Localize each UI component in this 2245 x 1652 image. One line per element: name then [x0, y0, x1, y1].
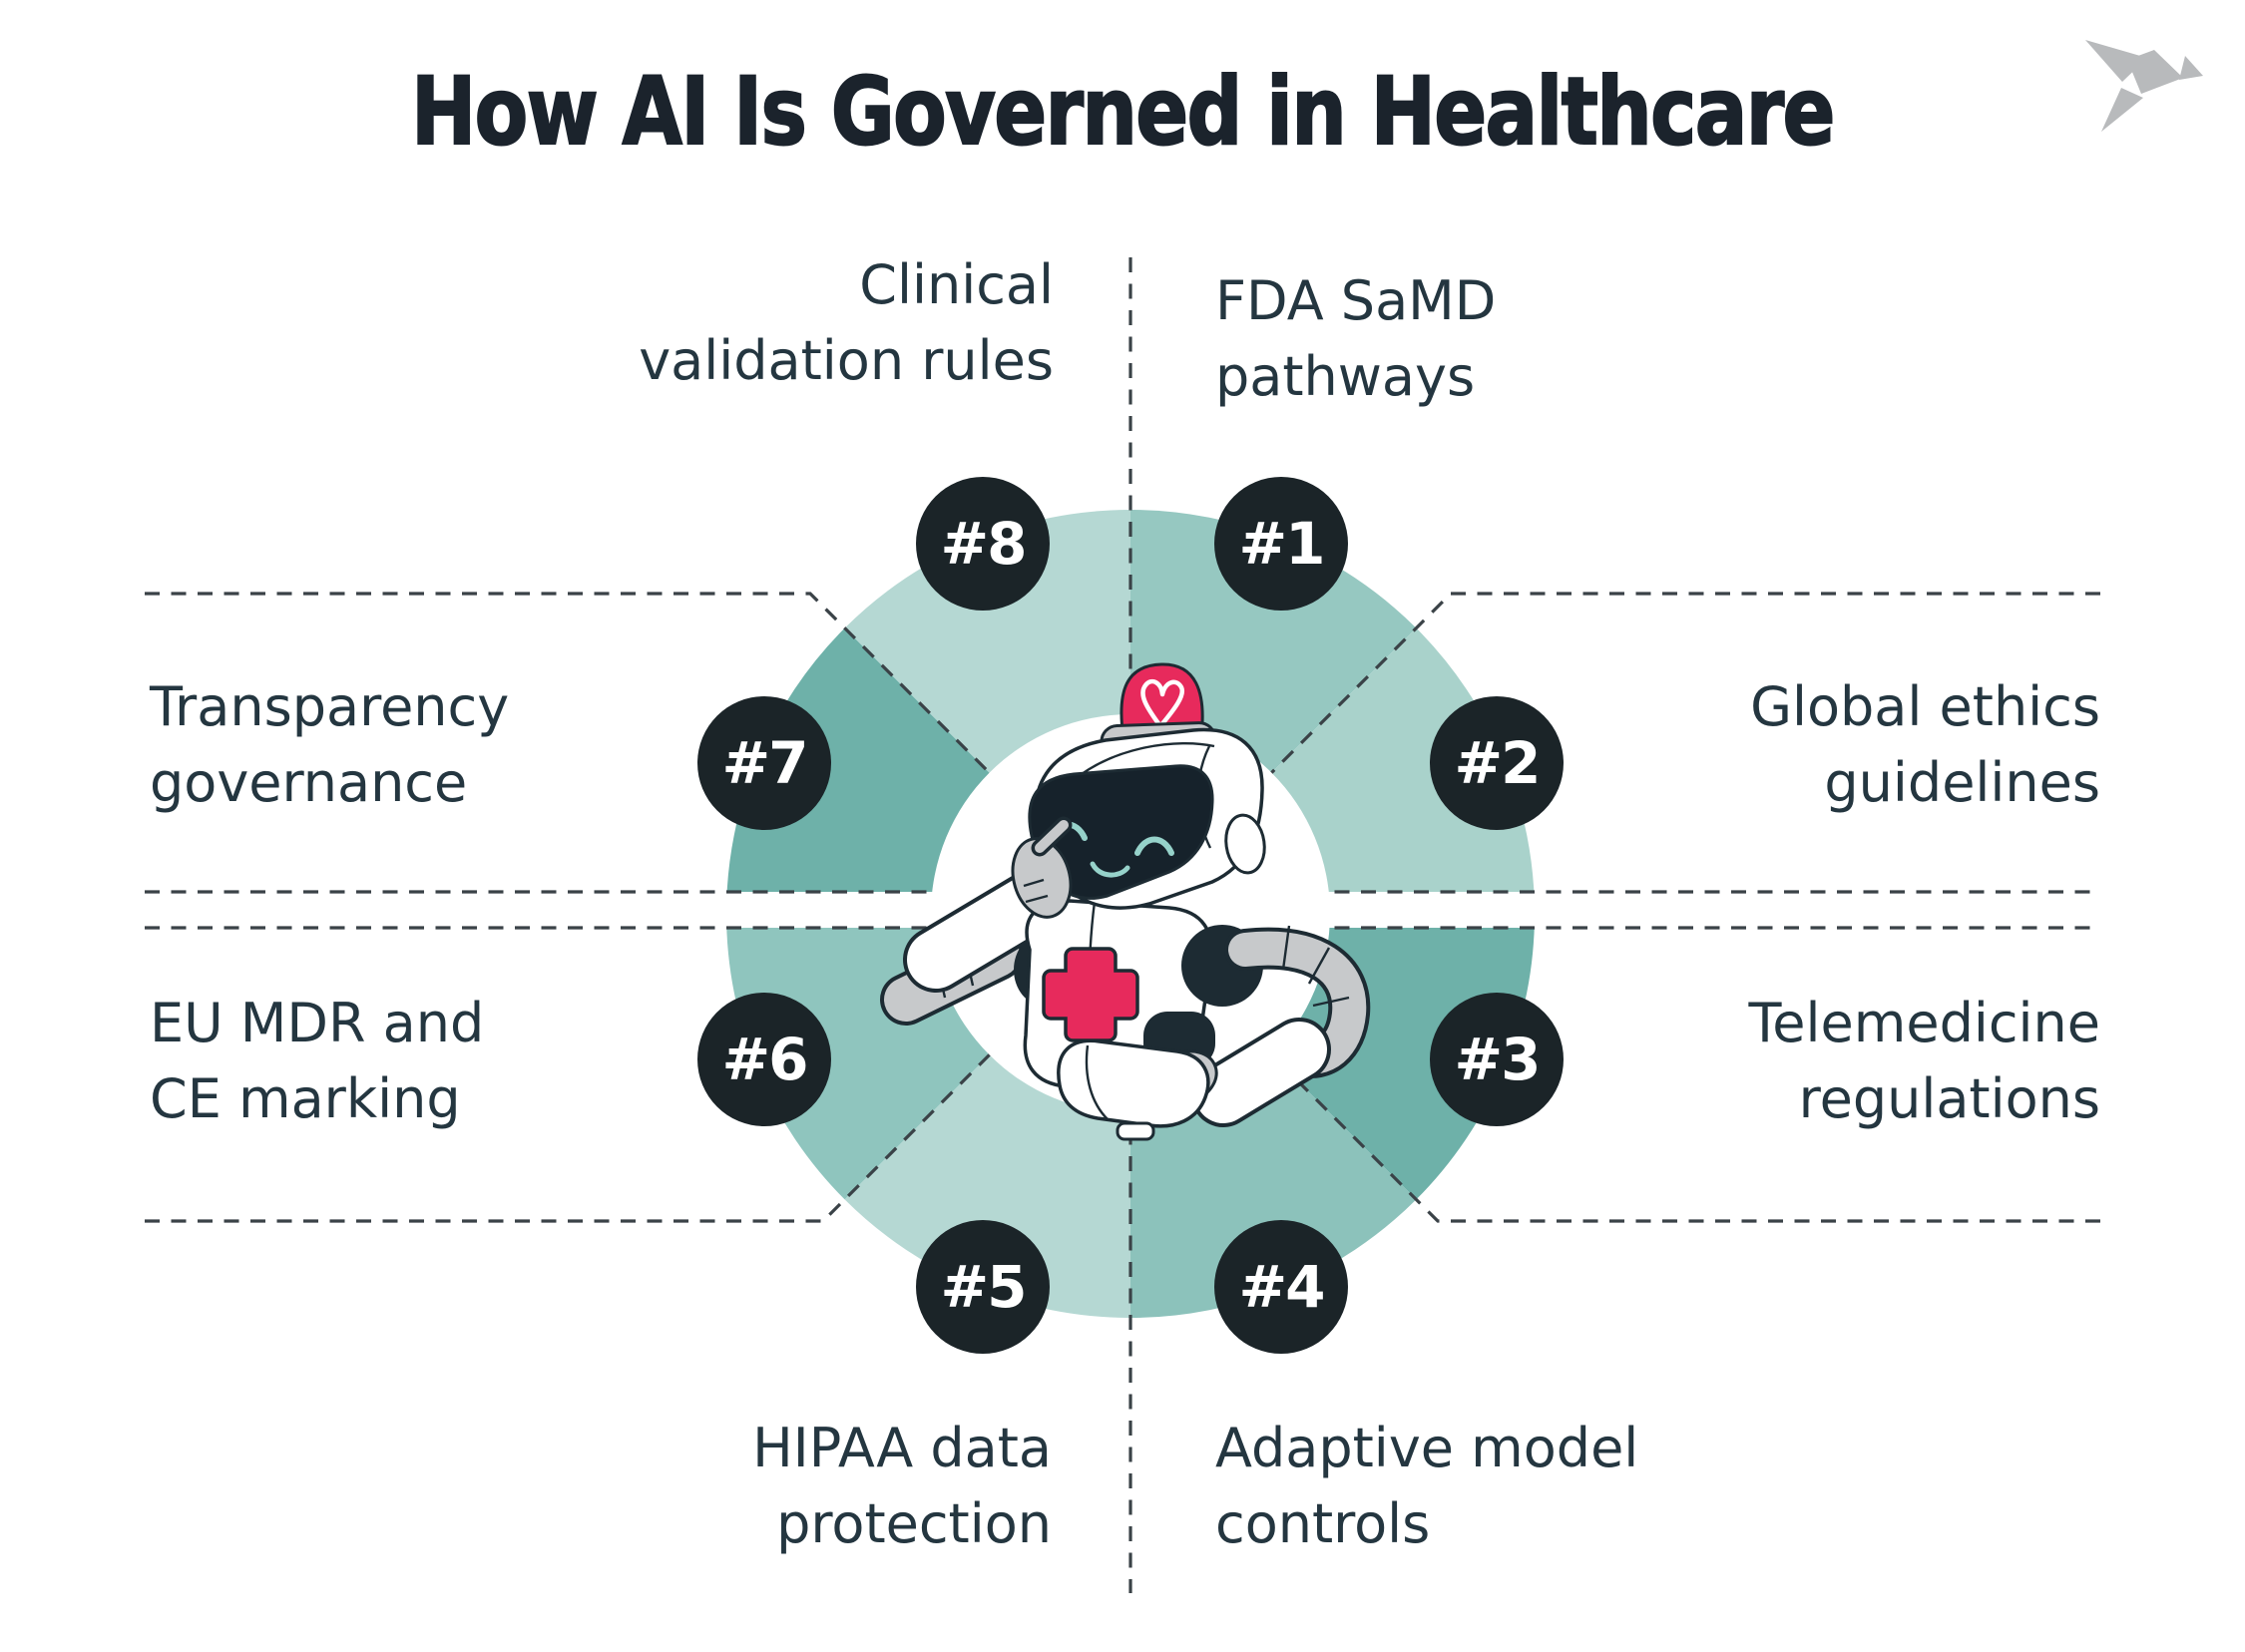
badge-6: #6: [697, 993, 831, 1126]
label-eu-mdr-ce-marking: EU MDR and CE marking: [150, 986, 484, 1137]
label-line: Clinical: [859, 253, 1054, 316]
label-line: EU MDR and: [150, 992, 485, 1054]
label-line: FDA SaMD: [1215, 269, 1497, 332]
dashed-dividers: [145, 257, 2100, 1593]
page-title: How AI Is Governed in Healthcare: [0, 57, 2245, 168]
label-line: governance: [150, 751, 468, 814]
label-line: Transparency: [150, 675, 510, 738]
label-line: CE marking: [150, 1067, 461, 1130]
robot-eye-right: [1134, 836, 1174, 856]
label-line: controls: [1215, 1492, 1431, 1555]
robot-left-hand: [1011, 816, 1073, 919]
label-line: regulations: [1798, 1067, 2100, 1130]
badge-7: #7: [697, 696, 831, 830]
robot-smile: [1090, 861, 1130, 878]
page-title-text: How AI Is Governed in Healthcare: [410, 57, 1836, 168]
label-fda-samd-pathways: FDA SaMD pathways: [1215, 263, 1496, 415]
label-telemedicine-regulations: Telemedicine regulations: [1748, 986, 2100, 1137]
label-line: Telemedicine: [1748, 992, 2100, 1054]
origami-bird-logo-icon: [2085, 40, 2203, 132]
divider-top-right: [1269, 592, 2100, 775]
label-hipaa-data-protection: HIPAA data protection: [752, 1411, 1052, 1562]
divider-bottom-left: [145, 1052, 992, 1223]
label-adaptive-model-controls: Adaptive model controls: [1215, 1411, 1638, 1562]
divider-top-left: [145, 592, 992, 775]
label-line: Global ethics: [1750, 675, 2100, 738]
divider-bottom-right: [1269, 1052, 2100, 1223]
label-line: Adaptive model: [1215, 1417, 1639, 1479]
badge-3: #3: [1430, 993, 1564, 1126]
badge-2: #2: [1430, 696, 1564, 830]
label-clinical-validation-rules: Clinical validation rules: [639, 247, 1054, 399]
label-line: protection: [776, 1492, 1052, 1555]
label-transparency-governance: Transparency governance: [150, 669, 509, 821]
badge-5: #5: [916, 1220, 1050, 1354]
robot-mascot-illustration: [880, 662, 1371, 1141]
label-line: guidelines: [1824, 751, 2100, 814]
badge-1: #1: [1214, 477, 1348, 611]
label-global-ethics-guidelines: Global ethics guidelines: [1750, 669, 2100, 821]
label-line: HIPAA data: [752, 1417, 1052, 1479]
badge-8: #8: [916, 477, 1050, 611]
robot-head: [1028, 727, 1266, 910]
red-cross-emblem: [1042, 947, 1139, 1042]
robot-ear: [1224, 813, 1266, 875]
label-line: validation rules: [639, 329, 1054, 392]
robot-pelvis: [1057, 1038, 1210, 1141]
badge-4: #4: [1214, 1220, 1348, 1354]
label-line: pathways: [1215, 345, 1476, 408]
